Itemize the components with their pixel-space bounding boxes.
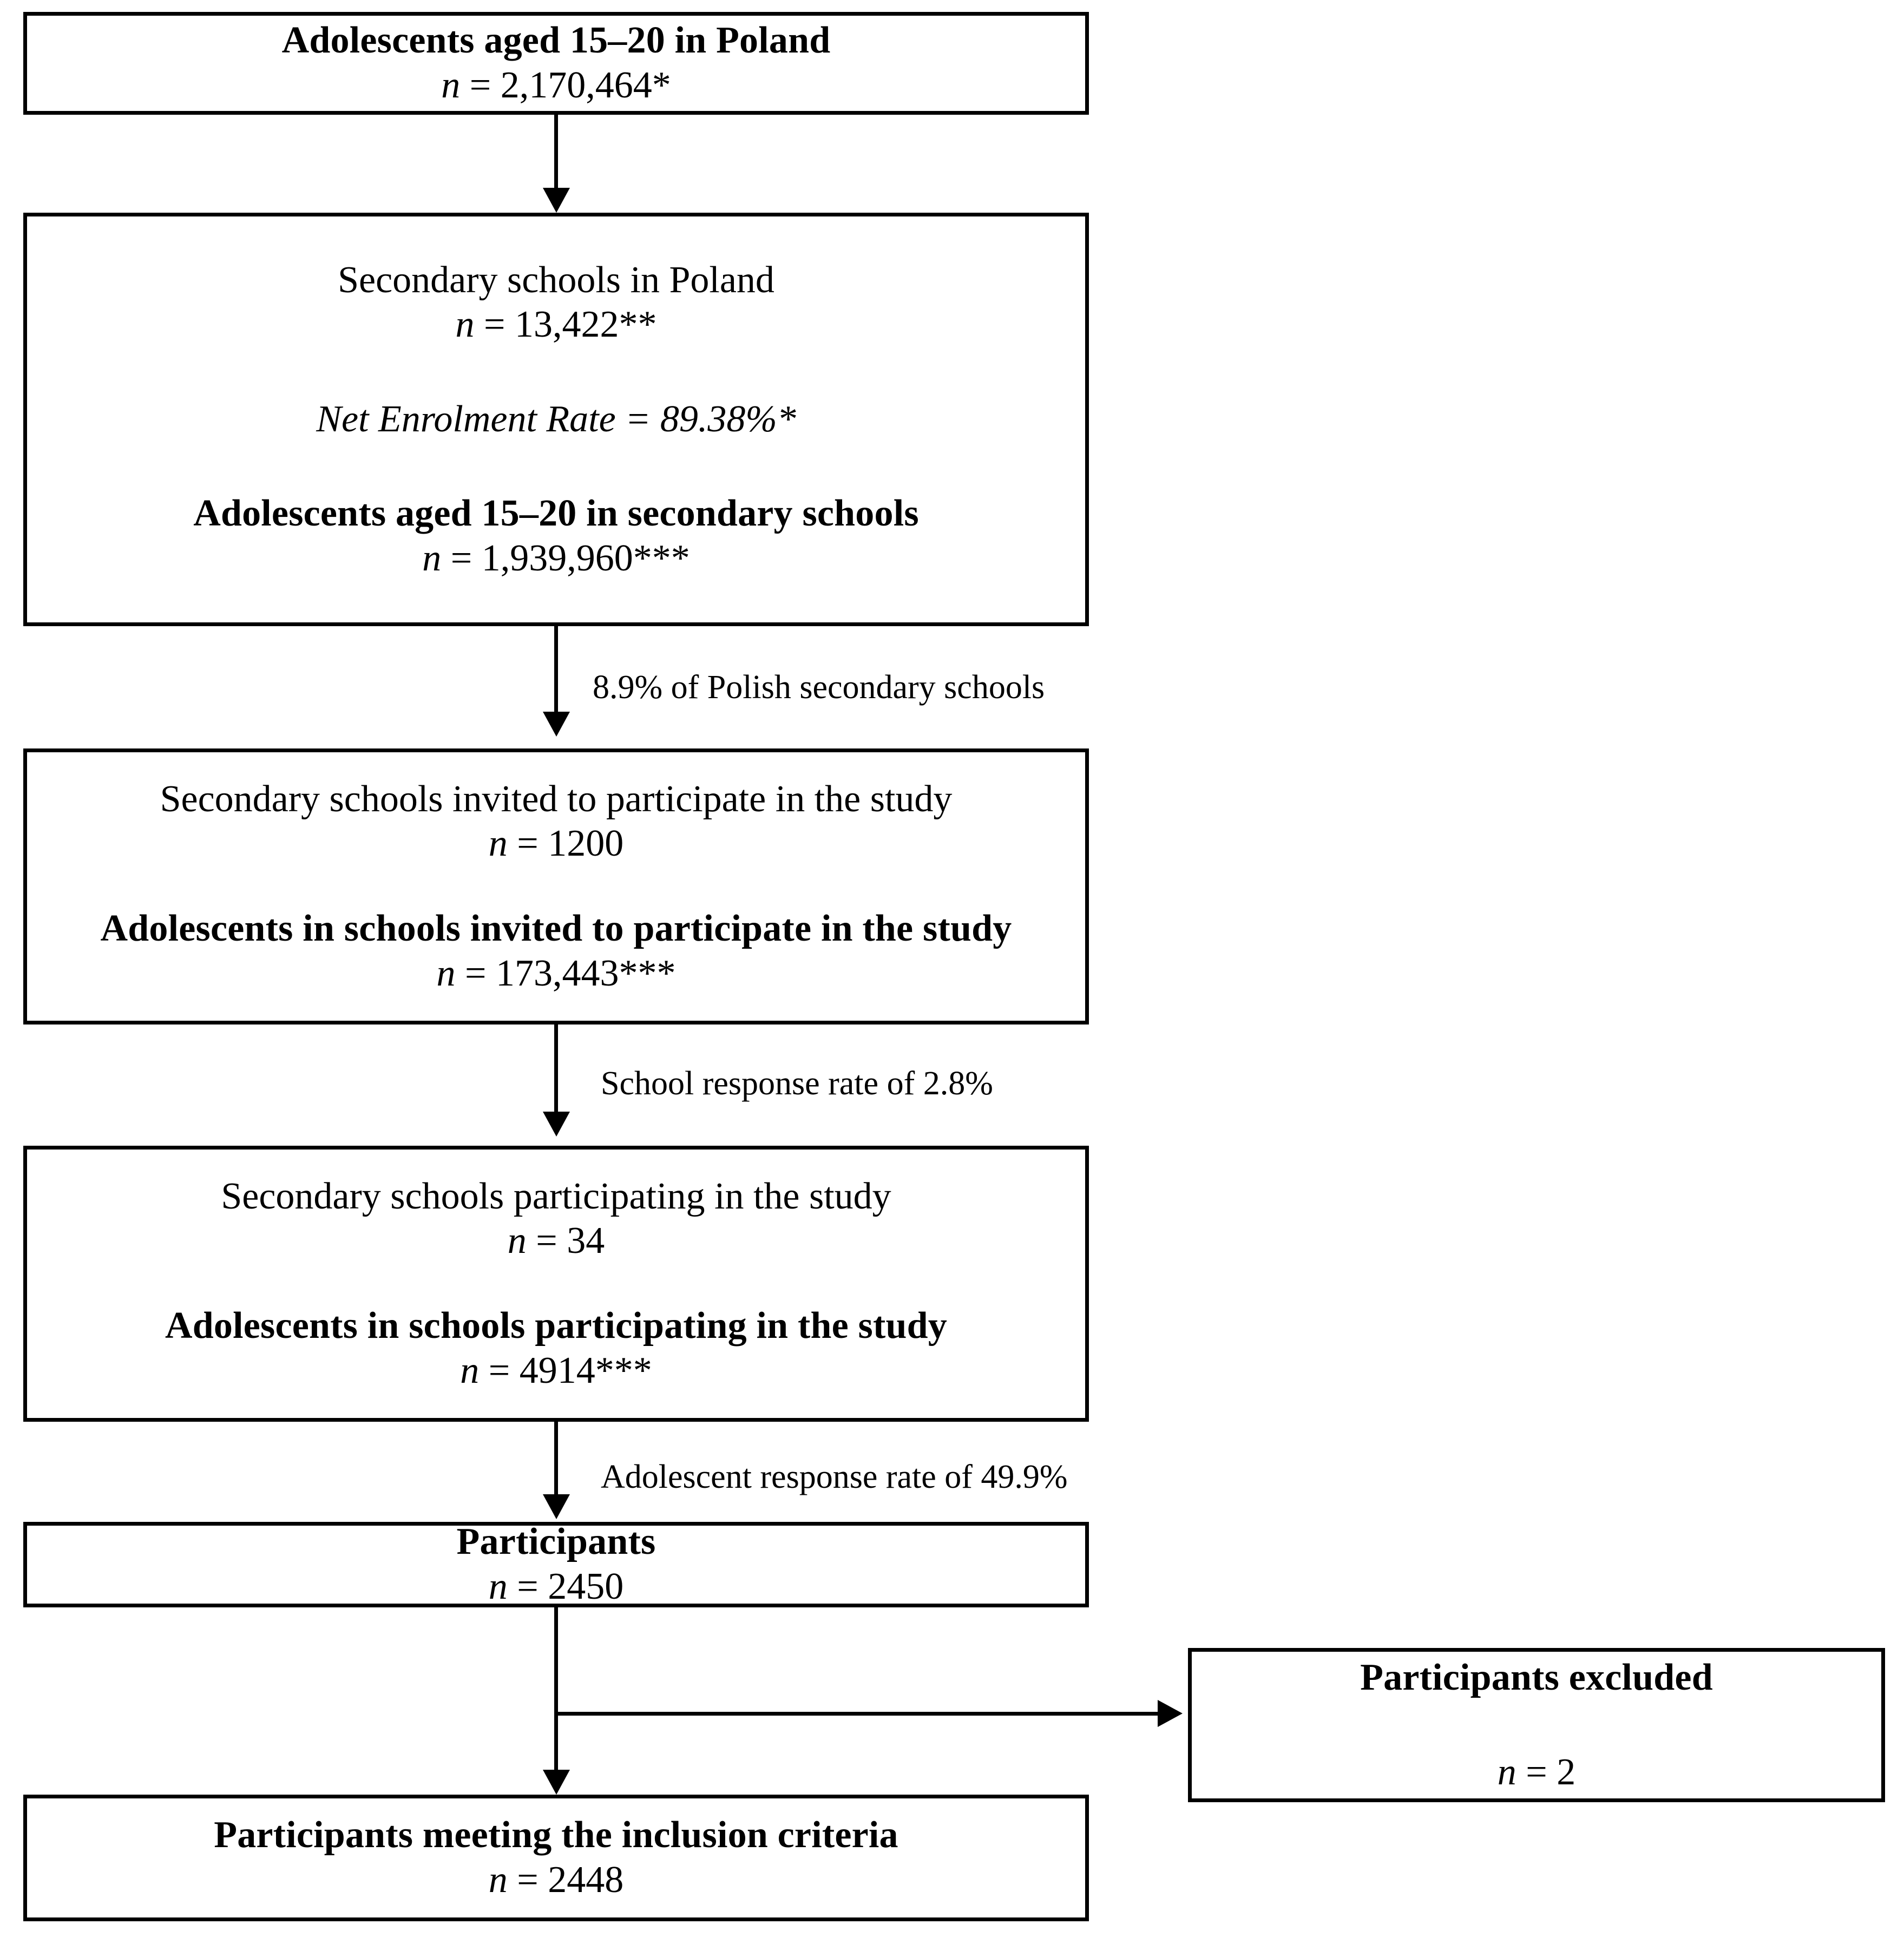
box-schools-participating-title: Secondary schools participating in the s… [221, 1175, 891, 1217]
flow-box-schools-invited: Secondary schools invited to participate… [23, 748, 1089, 1024]
box-participants-title: Participants [456, 1521, 656, 1563]
edge-label-schools-invited: 8.9% of Polish secondary schools [593, 669, 1045, 706]
box-participants-n: n = 2450 [488, 1566, 624, 1607]
connector-participants-to-included [554, 1607, 558, 1770]
box-participants-included-n: n = 2448 [488, 1859, 624, 1901]
edge-label-school-response: School response rate of 2.8% [601, 1065, 993, 1102]
box-schools-invited-adolescents-n: n = 173,443*** [436, 952, 676, 994]
connector-population-to-schools [554, 115, 558, 188]
box-secondary-schools-n: n = 13,422** [455, 304, 657, 346]
box-schools-participating-n: n = 34 [507, 1220, 605, 1262]
box-participants-included-title: Participants meeting the inclusion crite… [214, 1814, 898, 1856]
flow-box-population: Adolescents aged 15–20 in Poland n = 2,1… [23, 12, 1089, 115]
arrowhead-participating-to-participants [543, 1494, 570, 1519]
box-schools-participating-adolescents-n: n = 4914*** [460, 1349, 652, 1391]
flow-box-secondary-schools: Secondary schools in Poland n = 13,422**… [23, 213, 1089, 626]
flow-box-schools-participating: Secondary schools participating in the s… [23, 1146, 1089, 1422]
box-schools-invited-n: n = 1200 [488, 823, 624, 865]
connector-participants-to-excluded [554, 1712, 1158, 1716]
box-secondary-schools-adolescents-title: Adolescents aged 15–20 in secondary scho… [193, 492, 919, 535]
box-participants-excluded-title: Participants excluded [1360, 1656, 1713, 1698]
box-schools-invited-adolescents-title: Adolescents in schools invited to partic… [100, 908, 1012, 949]
edge-label-adolescent-response: Adolescent response rate of 49.9% [601, 1459, 1068, 1495]
box-participants-excluded-n: n = 2 [1497, 1751, 1576, 1793]
arrowhead-schools-to-invited [543, 712, 570, 737]
box-schools-invited-title: Secondary schools invited to participate… [160, 778, 953, 820]
box-population-n: n = 2,170,464* [441, 64, 671, 106]
arrowhead-invited-to-participating [543, 1112, 570, 1137]
flow-box-participants-excluded: Participants excluded n = 2 [1188, 1648, 1885, 1802]
box-secondary-schools-title: Secondary schools in Poland [338, 259, 774, 301]
connector-participating-to-participants [554, 1422, 558, 1494]
connector-invited-to-participating [554, 1024, 558, 1112]
arrowhead-population-to-schools [543, 188, 570, 213]
flow-box-participants-included: Participants meeting the inclusion crite… [23, 1795, 1089, 1921]
box-population-title: Adolescents aged 15–20 in Poland [281, 19, 831, 62]
connector-schools-to-invited [554, 626, 558, 712]
arrowhead-participants-to-excluded [1158, 1700, 1183, 1727]
flow-box-participants: Participants n = 2450 [23, 1521, 1089, 1607]
box-secondary-schools-adolescents-n: n = 1,939,960*** [422, 537, 690, 579]
box-secondary-schools-enrolment-rate: Net Enrolment Rate = 89.38%* [316, 398, 796, 440]
box-schools-participating-adolescents-title: Adolescents in schools participating in … [165, 1305, 947, 1347]
arrowhead-participants-to-included [543, 1770, 570, 1795]
